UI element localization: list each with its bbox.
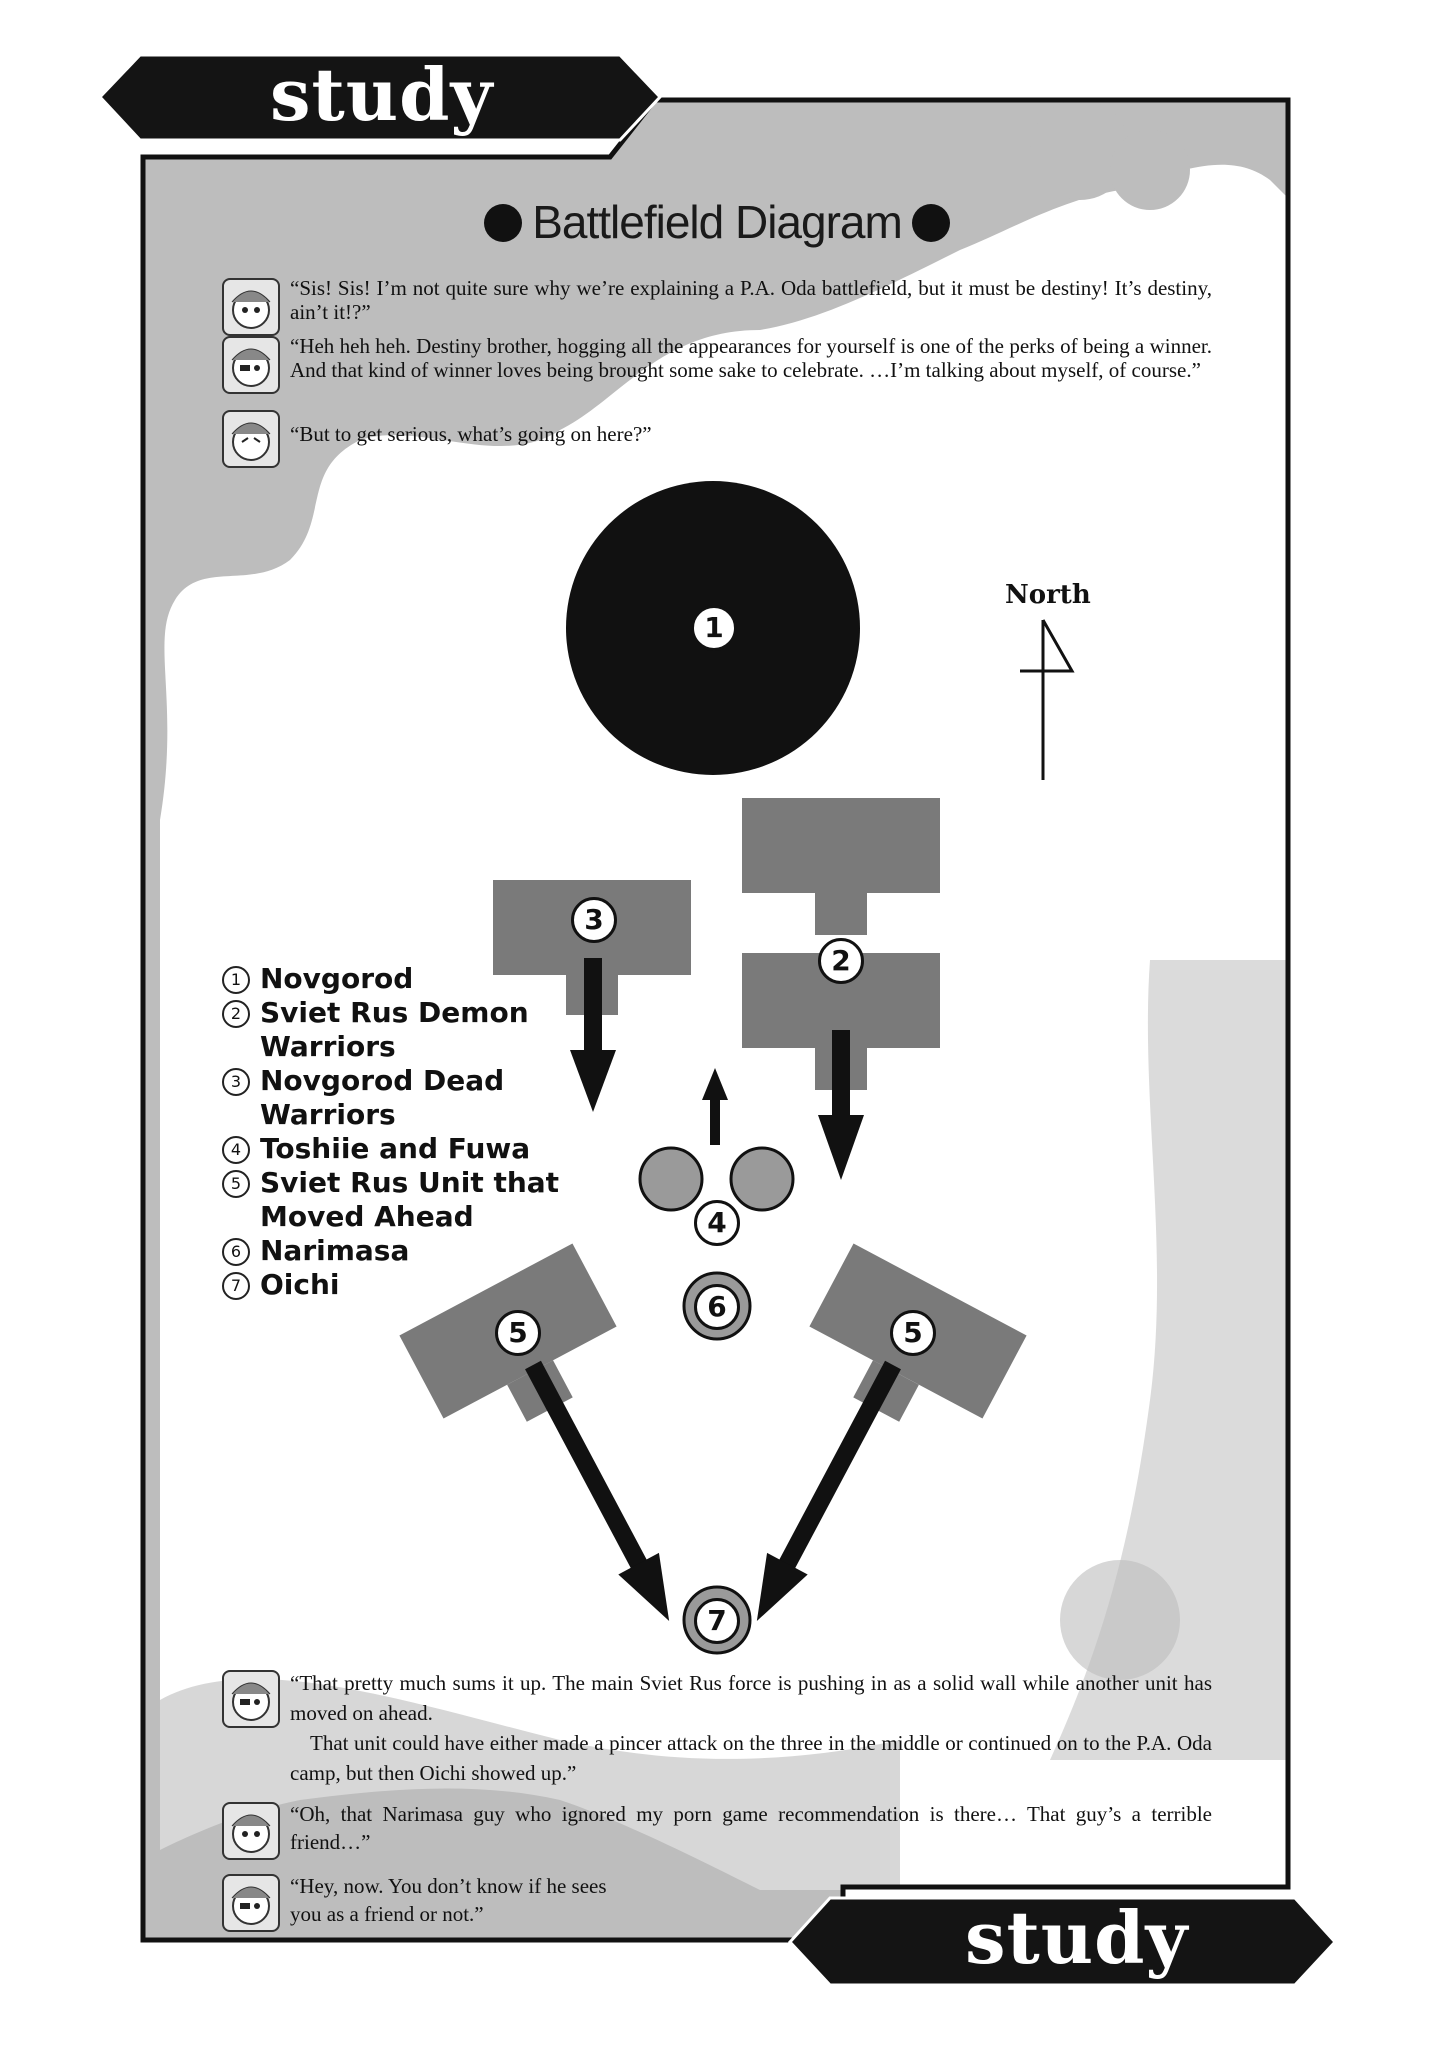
arrow-3-icon (570, 958, 616, 1112)
dialogue-line: “Hey, now. You don’t know if he sees you… (222, 1872, 642, 1932)
arrow-5-right-icon (756, 1360, 901, 1622)
dialogue-line: “Sis! Sis! I’m not quite sure why we’re … (222, 276, 1212, 336)
bullet-icon (911, 203, 950, 242)
marker-5-left: 5 (495, 1310, 541, 1356)
dialogue-line: “That pretty much sums it up. The main S… (222, 1668, 1212, 1785)
arrow-4-icon (702, 1068, 728, 1145)
dialogue-line: “Oh, that Narimasa guy who ignored my po… (222, 1800, 1212, 1860)
banner-top-shape (97, 53, 663, 142)
bullet-icon (484, 203, 523, 242)
banner-bottom-shape (787, 1896, 1338, 1987)
dialogue-text: “But to get serious, what’s going on her… (290, 422, 652, 446)
dialogue-text: “Oh, that Narimasa guy who ignored my po… (290, 1802, 1212, 1854)
dialogue-text: “Sis! Sis! I’m not quite sure why we’re … (290, 276, 1212, 324)
tree-silhouette (160, 164, 1288, 1890)
dialogue-text: “Heh heh heh. Destiny brother, hogging a… (290, 334, 1212, 382)
character-avatar-icon (222, 278, 280, 336)
character-avatar-icon (222, 1874, 280, 1932)
character-avatar-icon (222, 1670, 280, 1728)
banner-bottom-label: study (965, 1895, 1189, 1980)
marker-1: 1 (691, 605, 737, 651)
fuwa-circle (729, 1146, 795, 1212)
dialogue-text: “Hey, now. You don’t know if he sees you… (290, 1874, 607, 1926)
marker-7: 7 (694, 1598, 740, 1644)
character-avatar-icon (222, 1802, 280, 1860)
character-avatar-icon (222, 336, 280, 394)
marker-3: 3 (571, 897, 617, 943)
marker-4: 4 (694, 1200, 740, 1246)
dialogue-line: “Heh heh heh. Destiny brother, hogging a… (222, 334, 1212, 394)
character-avatar-icon (222, 410, 280, 468)
banner-top-label: study (270, 52, 494, 137)
arrow-2-icon (818, 1030, 864, 1180)
page-title: Battlefield Diagram (0, 195, 1434, 249)
dialogue-text: “That pretty much sums it up. The main S… (290, 1671, 1212, 1785)
toshiie-circle (638, 1146, 704, 1212)
marker-6: 6 (694, 1284, 740, 1330)
north-compass-icon (1020, 619, 1075, 780)
marker-5-right: 5 (890, 1310, 936, 1356)
compass-label: North (1005, 580, 1091, 610)
marker-2: 2 (818, 938, 864, 984)
dialogue-line: “But to get serious, what’s going on her… (222, 408, 1212, 468)
arrow-5-left-icon (525, 1360, 670, 1622)
